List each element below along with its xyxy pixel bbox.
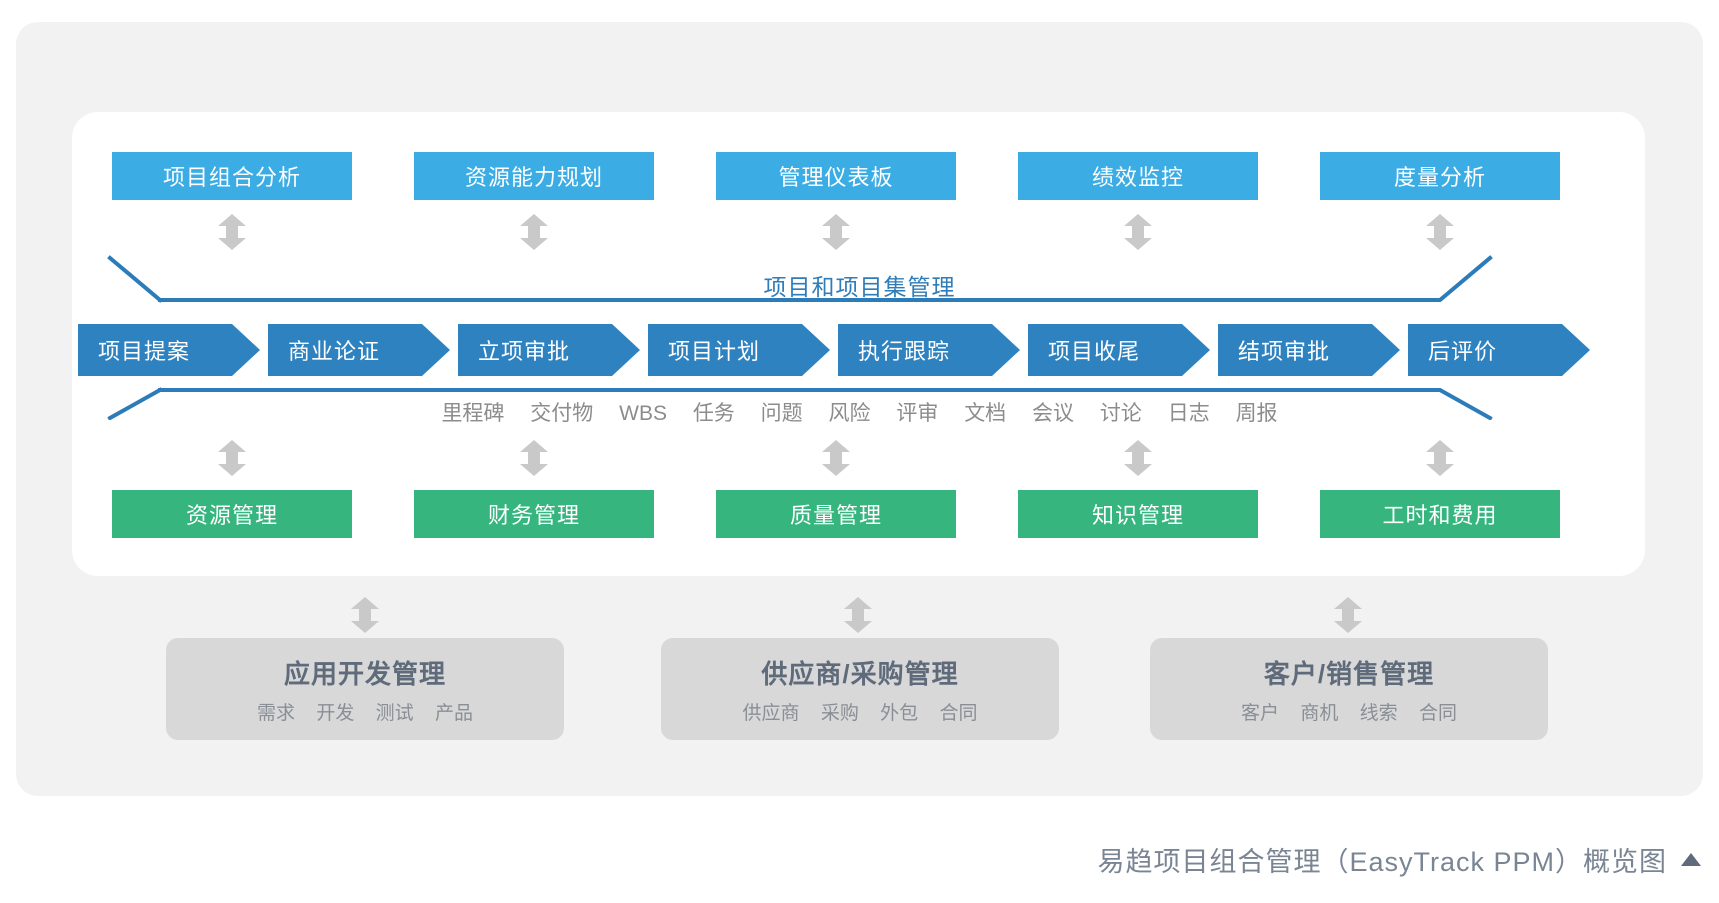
external-module-1-item-1[interactable]: 采购 bbox=[820, 702, 859, 724]
double-arrow-external-0 bbox=[345, 595, 385, 635]
external-module-1-title: 供应商/采购管理 bbox=[761, 658, 959, 689]
external-module-2-item-2[interactable]: 线索 bbox=[1359, 702, 1398, 724]
sub-feature-3[interactable]: 任务 bbox=[692, 402, 735, 425]
external-module-0-item-2[interactable]: 测试 bbox=[375, 702, 414, 724]
sub-feature-1[interactable]: 交付物 bbox=[530, 402, 594, 425]
process-stage-1[interactable]: 商业论证 bbox=[268, 324, 450, 376]
sub-feature-2[interactable]: WBS bbox=[619, 402, 667, 425]
bottom-box-3[interactable]: 知识管理 bbox=[1018, 490, 1258, 538]
double-arrow-bottom-3 bbox=[1118, 438, 1158, 478]
external-module-2[interactable]: 客户/销售管理 客户 商机 线索 合同 bbox=[1150, 638, 1548, 740]
external-module-0-item-3[interactable]: 产品 bbox=[434, 702, 473, 724]
sub-feature-0[interactable]: 里程碑 bbox=[441, 402, 505, 425]
bottom-box-0[interactable]: 资源管理 bbox=[112, 490, 352, 538]
external-module-2-item-3[interactable]: 合同 bbox=[1418, 702, 1457, 724]
process-stage-7[interactable]: 后评价 bbox=[1408, 324, 1590, 376]
top-box-1[interactable]: 资源能力规划 bbox=[414, 152, 654, 200]
top-box-0[interactable]: 项目组合分析 bbox=[112, 152, 352, 200]
sub-feature-11[interactable]: 周报 bbox=[1235, 402, 1278, 425]
double-arrow-top-4 bbox=[1420, 212, 1460, 252]
sub-feature-9[interactable]: 讨论 bbox=[1099, 402, 1142, 425]
top-box-4[interactable]: 度量分析 bbox=[1320, 152, 1560, 200]
process-stage-2[interactable]: 立项审批 bbox=[458, 324, 640, 376]
external-module-2-items: 客户 商机 线索 合同 bbox=[1233, 698, 1465, 725]
double-arrow-top-0 bbox=[212, 212, 252, 252]
sub-feature-6[interactable]: 评审 bbox=[896, 402, 939, 425]
bottom-box-4[interactable]: 工时和费用 bbox=[1320, 490, 1560, 538]
double-arrow-bottom-0 bbox=[212, 438, 252, 478]
double-arrow-bottom-4 bbox=[1420, 438, 1460, 478]
process-flow-title: 项目和项目集管理 bbox=[763, 274, 956, 300]
sub-feature-7[interactable]: 文档 bbox=[964, 402, 1007, 425]
sub-feature-8[interactable]: 会议 bbox=[1032, 402, 1075, 425]
top-box-3[interactable]: 绩效监控 bbox=[1018, 152, 1258, 200]
bottom-box-1[interactable]: 财务管理 bbox=[414, 490, 654, 538]
external-module-1-item-0[interactable]: 供应商 bbox=[742, 702, 800, 724]
external-module-1[interactable]: 供应商/采购管理 供应商 采购 外包 合同 bbox=[661, 638, 1059, 740]
process-stage-0[interactable]: 项目提案 bbox=[78, 324, 260, 376]
bottom-box-2[interactable]: 质量管理 bbox=[716, 490, 956, 538]
process-stage-3[interactable]: 项目计划 bbox=[648, 324, 830, 376]
external-module-1-item-3[interactable]: 合同 bbox=[939, 702, 978, 724]
external-module-1-items: 供应商 采购 外包 合同 bbox=[735, 698, 986, 725]
double-arrow-external-2 bbox=[1328, 595, 1368, 635]
double-arrow-external-1 bbox=[838, 595, 878, 635]
process-stage-4[interactable]: 执行跟踪 bbox=[838, 324, 1020, 376]
footer-caption: 易趋项目组合管理（EasyTrack PPM）概览图 bbox=[1097, 840, 1701, 879]
external-module-0[interactable]: 应用开发管理 需求 开发 测试 产品 bbox=[166, 638, 564, 740]
double-arrow-top-2 bbox=[816, 212, 856, 252]
external-module-2-item-1[interactable]: 商机 bbox=[1300, 702, 1339, 724]
sub-feature-5[interactable]: 风险 bbox=[828, 402, 871, 425]
external-module-2-item-0[interactable]: 客户 bbox=[1241, 702, 1280, 724]
sub-feature-labels: 里程碑 交付物 WBS 任务 问题 风险 评审 文档 会议 讨论 日志 周报 bbox=[0, 397, 1719, 427]
double-arrow-top-1 bbox=[514, 212, 554, 252]
external-module-0-items: 需求 开发 测试 产品 bbox=[249, 698, 481, 725]
sub-feature-4[interactable]: 问题 bbox=[760, 402, 803, 425]
triangle-up-icon[interactable] bbox=[1681, 853, 1701, 866]
process-stage-5[interactable]: 项目收尾 bbox=[1028, 324, 1210, 376]
external-module-0-item-0[interactable]: 需求 bbox=[257, 702, 296, 724]
process-bracket-outline bbox=[100, 250, 1500, 420]
external-module-1-item-2[interactable]: 外包 bbox=[880, 702, 919, 724]
sub-feature-10[interactable]: 日志 bbox=[1167, 402, 1210, 425]
external-module-0-item-1[interactable]: 开发 bbox=[316, 702, 355, 724]
footer-caption-text: 易趋项目组合管理（EasyTrack PPM）概览图 bbox=[1097, 847, 1667, 877]
double-arrow-bottom-1 bbox=[514, 438, 554, 478]
process-stage-6[interactable]: 结项审批 bbox=[1218, 324, 1400, 376]
external-module-0-title: 应用开发管理 bbox=[283, 658, 446, 689]
top-box-2[interactable]: 管理仪表板 bbox=[716, 152, 956, 200]
external-module-2-title: 客户/销售管理 bbox=[1263, 658, 1435, 689]
double-arrow-bottom-2 bbox=[816, 438, 856, 478]
double-arrow-top-3 bbox=[1118, 212, 1158, 252]
